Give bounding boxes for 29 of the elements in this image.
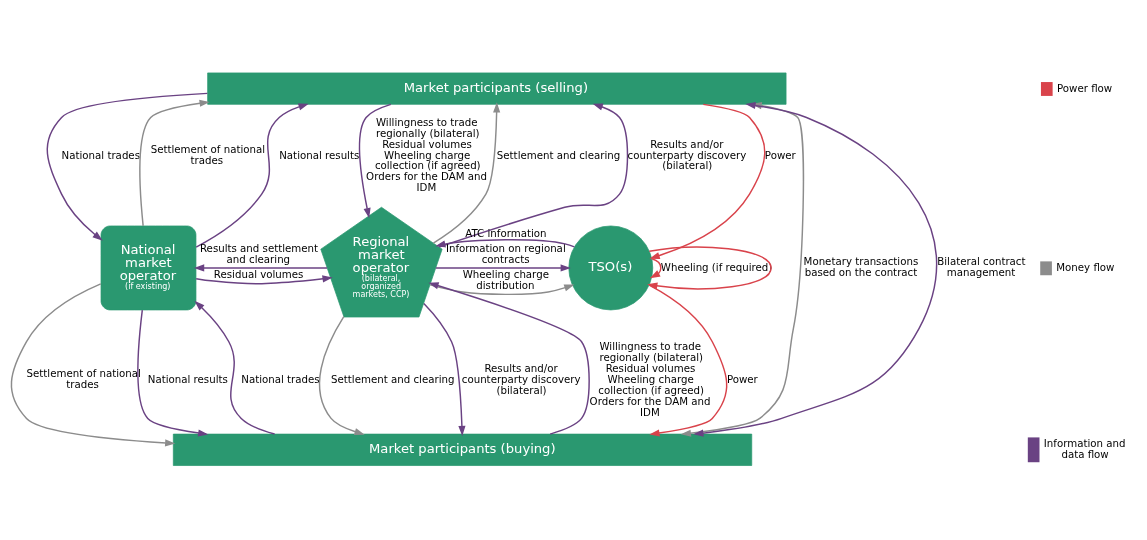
edge-label: Results and/or counterparty discovery (bilateral) <box>627 138 747 171</box>
edge-label: National results <box>147 373 228 385</box>
edge-label: Settlement and clearing <box>496 149 621 161</box>
edge-label: Bilateral contract management <box>937 255 1026 278</box>
edge-label: Wheeling charge distribution <box>462 268 549 291</box>
legend-label: Money flow <box>1056 261 1115 273</box>
legend-label: Information and data flow <box>1043 437 1126 460</box>
edge-label: Settlement and clearing <box>331 373 455 385</box>
edge-label: National trades <box>61 149 140 161</box>
edge-label: Willingness to trade regionally (bilateral) <box>599 340 704 363</box>
edge-label: Residual volumes <box>382 138 472 150</box>
edge-label: Power <box>726 373 758 385</box>
edge-label: National trades <box>241 373 320 385</box>
edge-label: Willingness to trade regionally (bilateral) <box>375 116 480 139</box>
edge-label: Orders for the DAM and IDM <box>366 170 488 193</box>
legend-label: Power flow <box>1057 82 1113 94</box>
edge-label: Wheeling charge collection (if agreed) <box>374 149 481 171</box>
edge-label: Information on regional contracts <box>445 242 566 265</box>
edge-label: Wheeling (if required) <box>660 261 773 273</box>
edge-label: Results and settlement and clearing <box>199 242 319 265</box>
edge-label: Residual volumes <box>605 362 696 374</box>
edge-label: Monetary transactions based on the contract <box>803 255 919 278</box>
edge-label: National results <box>279 149 360 161</box>
edge-label: Results and/or counterparty discovery (bilateral) <box>461 362 581 396</box>
edge-label: Wheeling charge collection (if agreed) <box>598 373 705 396</box>
edge-label: Power <box>764 149 796 161</box>
edge-label: Settlement of national trades <box>150 143 266 166</box>
edge-label: Orders for the DAM and IDM <box>589 395 711 418</box>
edge-label: Residual volumes <box>213 268 304 280</box>
